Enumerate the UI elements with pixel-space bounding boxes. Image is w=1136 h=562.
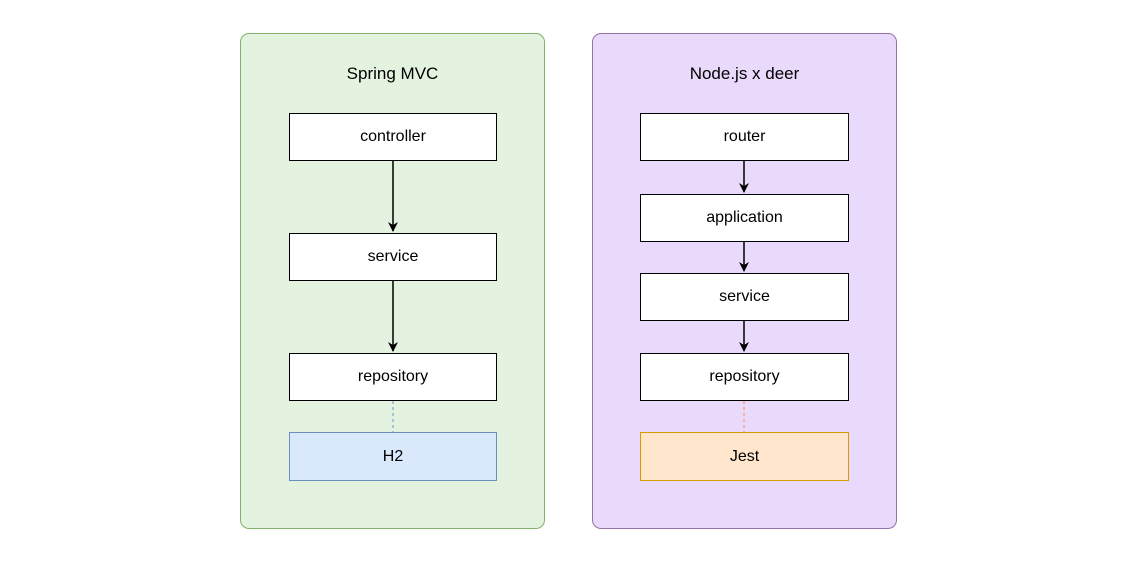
- spring-service-box: service: [289, 233, 497, 281]
- node-router-label: router: [723, 128, 766, 145]
- h2-label: H2: [382, 447, 404, 465]
- node-repository-box: repository: [640, 353, 849, 401]
- jest-label: Jest: [729, 447, 760, 465]
- node-service-box: service: [640, 273, 849, 321]
- spring-service-label: service: [367, 248, 419, 265]
- node-router-box: router: [640, 113, 849, 161]
- node-repository-label: repository: [709, 368, 780, 385]
- spring-repository-box: repository: [289, 353, 497, 401]
- node-service-label: service: [719, 288, 770, 305]
- h2-database-box: H2: [289, 432, 497, 481]
- nodejs-title: Node.js x deer: [689, 64, 800, 83]
- spring-repository-label: repository: [357, 368, 429, 385]
- spring-controller-box: controller: [289, 113, 497, 161]
- node-application-box: application: [640, 194, 849, 242]
- jest-box: Jest: [640, 432, 849, 481]
- spring-mvc-title: Spring MVC: [346, 64, 439, 83]
- node-application-label: application: [706, 209, 783, 226]
- spring-controller-label: controller: [360, 128, 426, 145]
